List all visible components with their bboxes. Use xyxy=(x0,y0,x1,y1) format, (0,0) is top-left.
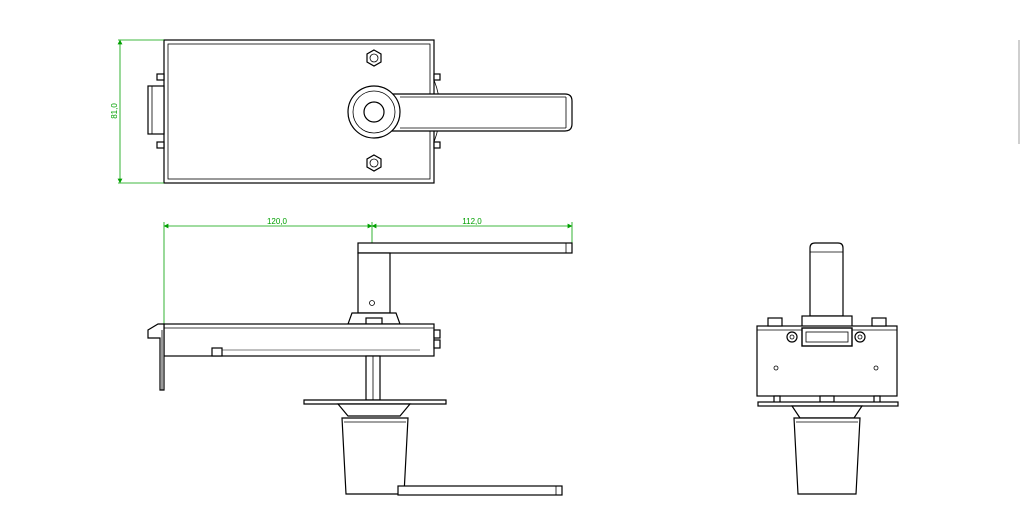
front-lower-flange xyxy=(303,399,447,405)
dimension-length: 120,0 112,0 xyxy=(163,217,573,330)
left-pin-top xyxy=(156,73,165,81)
front-handle-lower xyxy=(397,485,563,496)
hub-hole xyxy=(363,101,385,123)
front-handle-upper xyxy=(357,242,573,254)
right-screw-top xyxy=(433,73,441,81)
dimension-right-label: 112,0 xyxy=(462,217,482,226)
dimension-left-label: 120,0 xyxy=(267,217,288,226)
hex-nut-top xyxy=(366,49,382,67)
latch-block xyxy=(147,85,165,135)
handle-bar-top xyxy=(373,93,573,132)
left-pin-bottom xyxy=(156,141,165,149)
page-edge-bar xyxy=(1018,40,1020,144)
side-cylinder xyxy=(809,242,844,317)
dimension-height-label: 81,0 xyxy=(110,103,119,119)
side-view xyxy=(756,242,899,495)
top-view: 81,0 xyxy=(110,39,573,184)
hex-nut-bottom xyxy=(366,154,382,172)
front-knob xyxy=(341,417,409,495)
front-view: 120,0 112,0 xyxy=(147,217,573,496)
right-screw-bottom xyxy=(433,141,441,149)
dimension-height: 81,0 xyxy=(110,39,164,184)
front-spindle xyxy=(357,252,391,314)
side-knob xyxy=(793,417,861,495)
side-center-block xyxy=(801,327,853,347)
front-lock-body xyxy=(163,323,435,357)
